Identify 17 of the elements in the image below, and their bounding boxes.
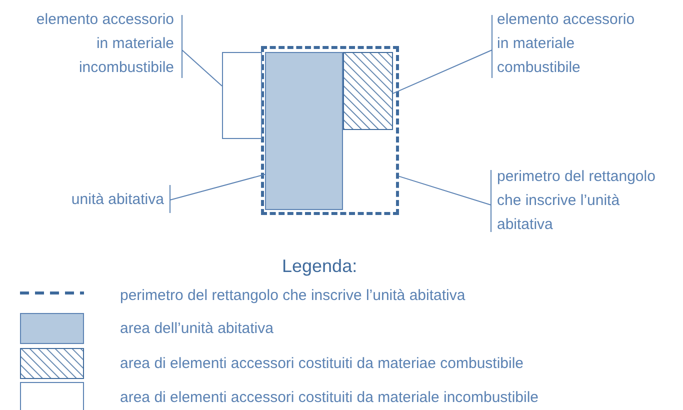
callout-text: elemento accessorio in materiale incombustibile [22,8,174,82]
legend-text: area di elementi accessori costituiti da materiae combustibile [120,354,524,374]
callout-text: perimetro del rettangolo che inscrive l’unità abitativa [497,165,661,239]
filled-area-rect [265,52,343,210]
legend-title: Legenda: [282,255,358,278]
dashed-perimeter-rect [261,46,399,215]
legend-text: area dell’unità abitativa [120,319,274,339]
leader-line [182,50,222,86]
legend-text: perimetro del rettangolo che inscrive l’unità abitativa [120,286,466,306]
leader-line [392,50,492,94]
leader-line [170,174,266,200]
callout-text: elemento accessorio in materiale combustibile [497,8,647,82]
legend-text: area di elementi accessori costituiti da materiale incombustibile [120,388,539,408]
callout-text: unità abitativa [40,188,164,212]
outlined-area-rect [222,52,262,139]
hatched-area-rect [343,52,393,130]
leader-line [398,176,492,206]
